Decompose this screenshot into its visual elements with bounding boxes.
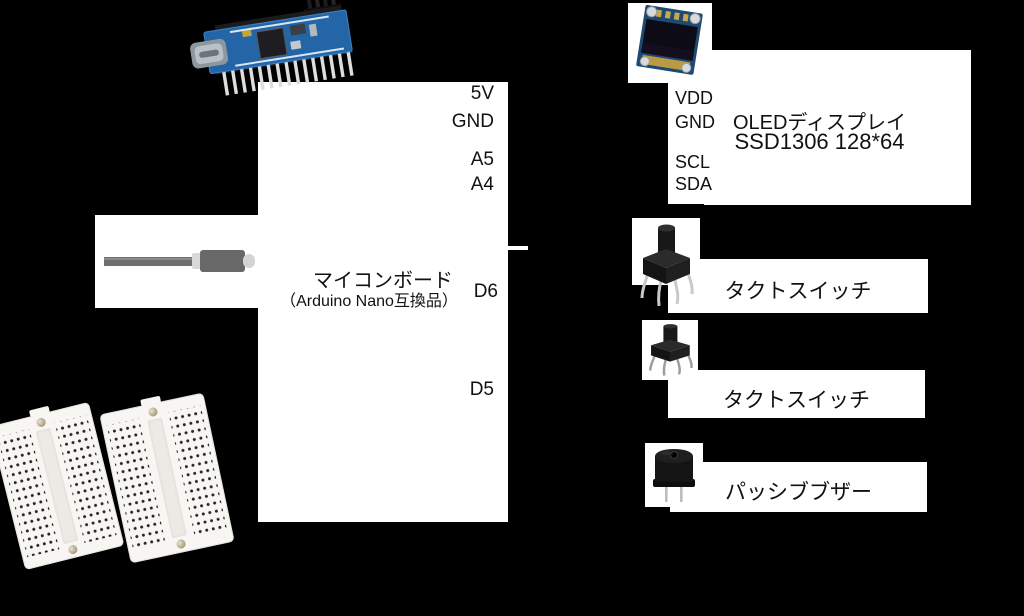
mcu-pin-d5: D5 <box>469 379 494 400</box>
usb-cable-photo <box>95 215 258 308</box>
usb-c-port-icon <box>190 38 229 69</box>
mcu-pin-5v: 5V <box>470 83 494 104</box>
mcu-title: マイコンボード <box>313 270 453 292</box>
tact-switch-icon <box>649 324 693 376</box>
mcu-pin-a4: A4 <box>470 174 494 195</box>
arduino-nano-photo <box>190 0 361 97</box>
breadboard-screw-icon <box>67 544 79 556</box>
d6-connector-stub <box>506 246 528 250</box>
oled-module-photo <box>628 3 712 83</box>
breadboard-screw-icon <box>35 416 47 428</box>
tact-switch-1-photo <box>632 218 700 313</box>
breadboard-screw-icon <box>175 538 187 550</box>
oled-title: OLEDディスプレイ <box>732 112 907 134</box>
oled-pin-sda: SDA <box>675 174 713 194</box>
oled-module-icon <box>636 5 703 75</box>
mcu-box: 5V GND A5 A4 D6 D5 マイコンボード （Arduino Nano… <box>258 82 508 522</box>
tact-switch-2-photo <box>642 320 698 380</box>
breadboard-tab <box>140 395 162 407</box>
tact-switch-2-label: タクトスイッチ <box>723 389 870 412</box>
mcu-pin-d6: D6 <box>473 281 498 302</box>
oled-pin-scl: SCL <box>675 152 711 172</box>
oled-pin-gnd: GND <box>675 112 715 132</box>
mcu-pin-a5: A5 <box>470 149 494 170</box>
oled-pin-vdd: VDD <box>675 88 714 108</box>
tact-switch-1-label: タクトスイッチ <box>724 280 872 303</box>
buzzer-box: パッシブブザー <box>670 462 927 512</box>
usb-cable-icon <box>104 250 255 272</box>
tact-switch-icon <box>640 224 694 307</box>
oled-pin-strip: VDD GND SCL SDA <box>668 78 715 204</box>
mcu-chip-icon <box>255 27 288 60</box>
oled-box: OLEDディスプレイ SSD1306 128*64 <box>704 50 971 205</box>
breadboard-tab <box>28 405 50 418</box>
oled-subtitle: SSD1306 128*64 <box>734 129 905 154</box>
breadboard-screw-icon <box>147 406 159 418</box>
buzzer-label: パッシブブザー <box>725 481 872 504</box>
buzzer-icon <box>653 449 695 502</box>
mcu-pin-gnd: GND <box>451 111 494 132</box>
tact-switch-2-box: タクトスイッチ <box>668 370 925 418</box>
passive-buzzer-photo <box>645 443 703 507</box>
mcu-subtitle: （Arduino Nano互換品） <box>280 293 458 310</box>
tact-switch-1-box: タクトスイッチ <box>668 259 928 313</box>
